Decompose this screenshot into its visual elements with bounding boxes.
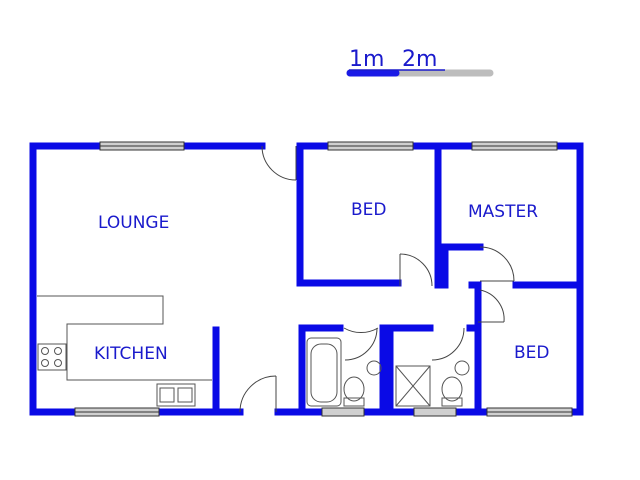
sink [156, 383, 196, 407]
room-label-kitchen: KITCHEN [94, 344, 168, 364]
scale-bar: 1m 2m [346, 47, 494, 77]
windows [74, 141, 573, 417]
toilet [441, 376, 463, 402]
window [413, 407, 457, 417]
basin [454, 360, 470, 376]
door [399, 253, 433, 287]
kitchen-counter [37, 295, 212, 407]
scale-label-2m: 2m [402, 47, 437, 72]
door [239, 375, 277, 413]
room-label-lounge: LOUNGE [98, 213, 169, 233]
stove [37, 343, 67, 371]
room-label-bed-1: BED [351, 200, 387, 220]
toilet [343, 376, 365, 402]
scale-label-1m: 1m [349, 47, 384, 72]
shower [395, 365, 431, 407]
door [261, 145, 297, 181]
door [479, 289, 505, 323]
room-label-master: MASTER [468, 202, 538, 222]
door [343, 327, 379, 334]
door [479, 246, 515, 282]
door [431, 327, 465, 361]
bathroom-fixtures [306, 337, 470, 407]
bathtub [306, 337, 342, 407]
basin [366, 360, 382, 376]
room-label-bed-2: BED [514, 343, 550, 363]
doors [239, 145, 515, 413]
window [321, 407, 365, 417]
